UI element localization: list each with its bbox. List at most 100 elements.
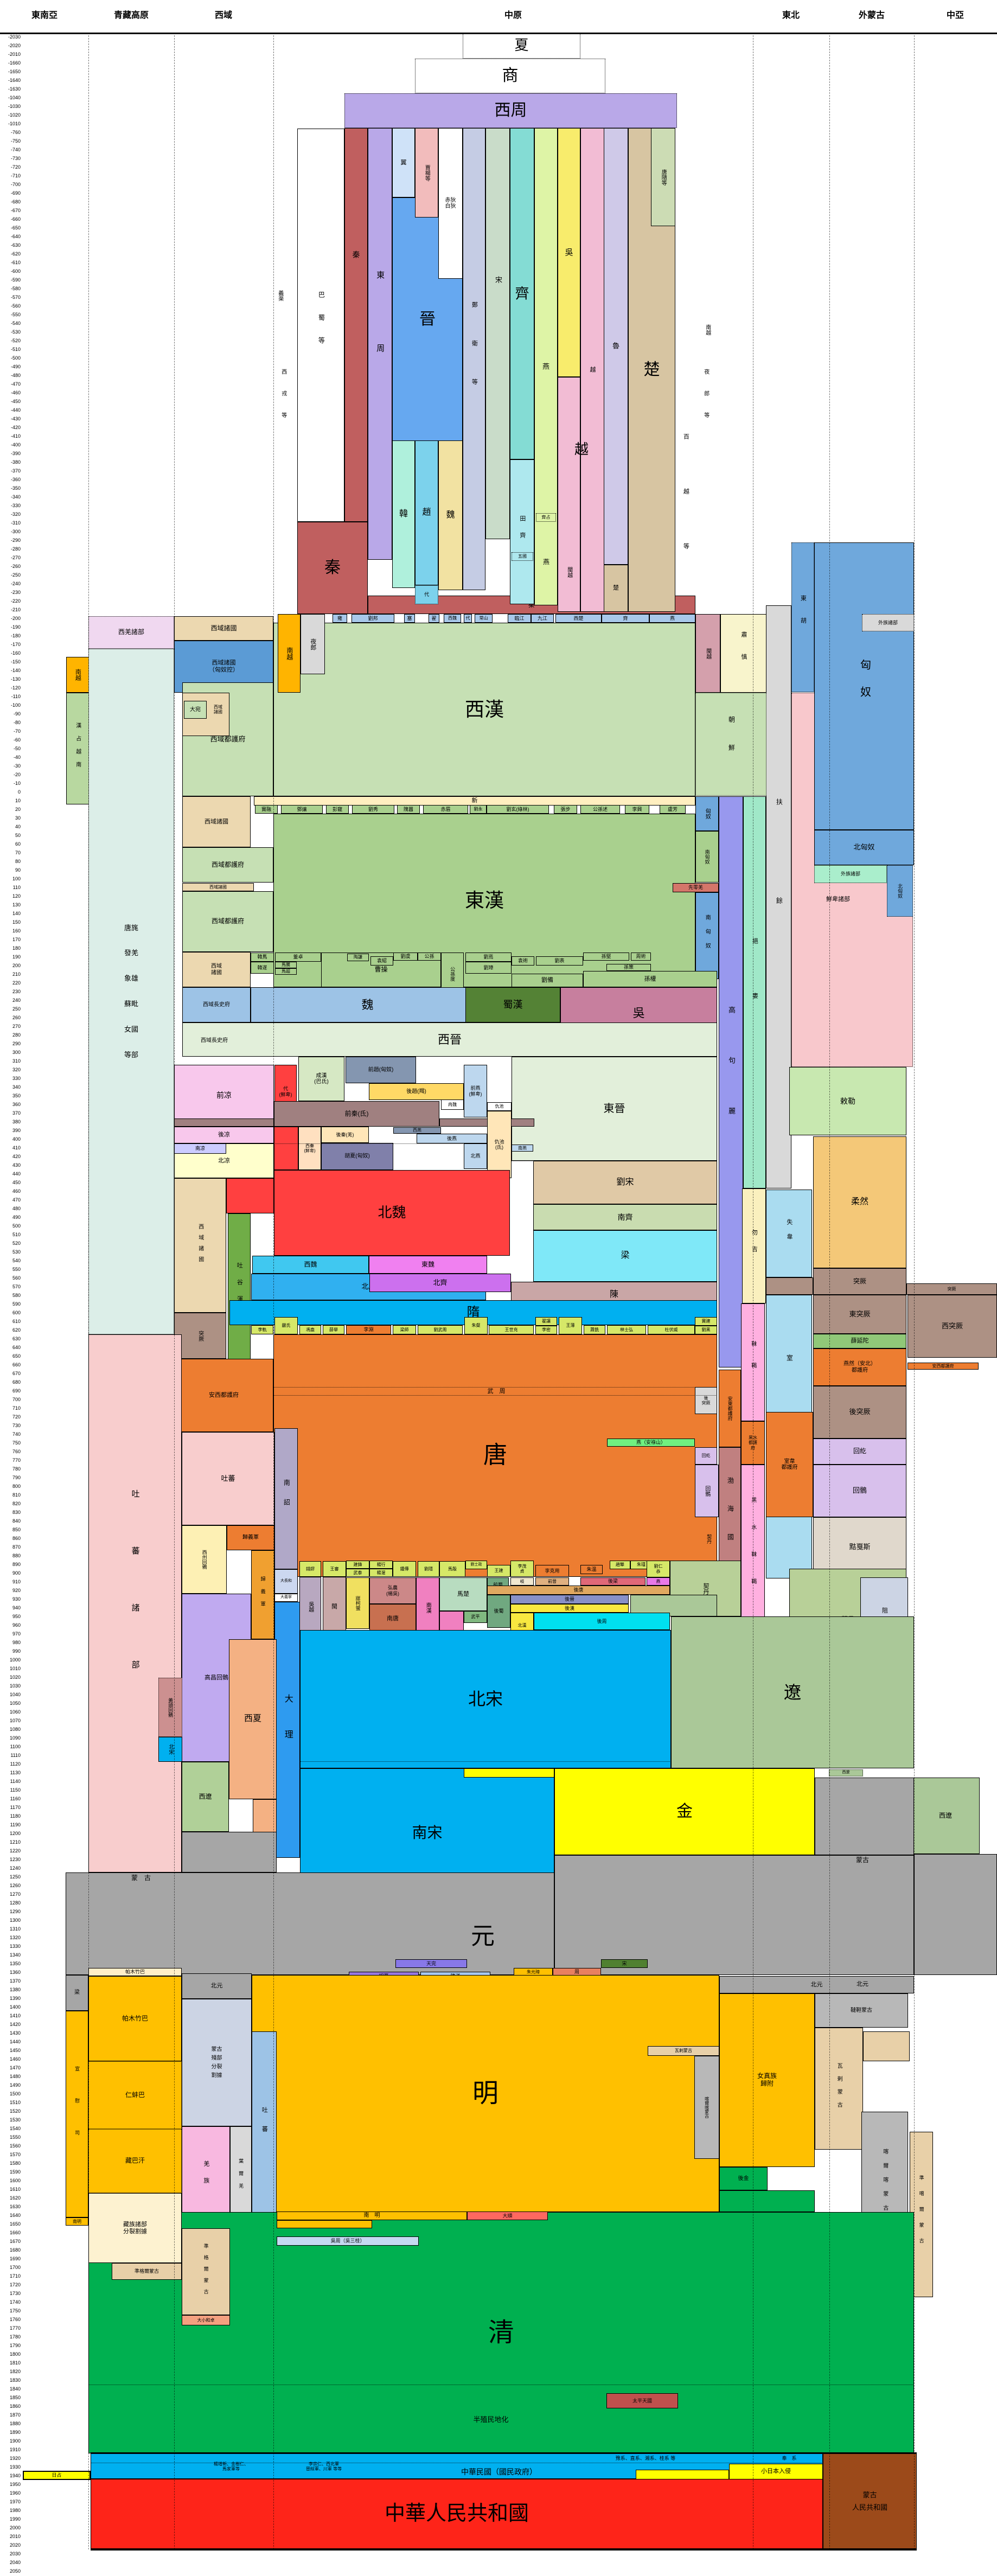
- timeline-block: 翟讓: [535, 1317, 557, 1326]
- timeline-block: 燕: [649, 614, 695, 623]
- axis-tick: 1370: [9, 1978, 21, 1984]
- timeline-block: 王建: [487, 1565, 510, 1577]
- timeline-block: 西周: [344, 93, 677, 128]
- axis-tick: 950: [12, 1614, 21, 1619]
- timeline-block: 吐蕃諸部: [88, 1334, 182, 1872]
- axis-tick: 300: [12, 1050, 21, 1055]
- timeline-block: 朱粲: [464, 1317, 488, 1334]
- timeline-block: 肅慎: [720, 614, 766, 693]
- timeline-block: 臨江: [508, 614, 531, 623]
- timeline-block: 晉: [392, 197, 463, 442]
- axis-tick: 1560: [9, 2143, 21, 2149]
- timeline-block: 後晉: [510, 1595, 629, 1604]
- timeline-block: 前秦(氐): [274, 1101, 439, 1127]
- axis-tick: 560: [12, 1275, 21, 1281]
- timeline-block: 外族諸部: [814, 865, 887, 883]
- timeline-block: 牂柯蠻: [346, 1577, 369, 1629]
- timeline-block: 小日本入侵: [729, 2464, 823, 2479]
- timeline-block: 瓦剌蒙古: [815, 2028, 863, 2150]
- timeline-block: 韓馬: [251, 953, 274, 962]
- timeline-block: 林士弘: [607, 1325, 646, 1334]
- timeline-block: 劉焉: [465, 953, 512, 962]
- axis-tick: 1150: [10, 1787, 21, 1793]
- axis-tick: 200: [12, 963, 21, 968]
- timeline-block: 蒙古 殘部 分裂 割據: [182, 1999, 252, 2126]
- timeline-block: 安東都護府: [719, 1370, 741, 1447]
- timeline-block: 前趙(匈奴): [346, 1057, 416, 1083]
- timeline-block: 太平天國: [606, 2393, 678, 2408]
- timeline-block: 東突厥: [813, 1295, 906, 1334]
- timeline-block: 西域都護府: [182, 847, 273, 883]
- axis-tick: 1890: [9, 2430, 21, 2435]
- axis-tick: 450: [12, 1180, 21, 1185]
- timeline-block: 劉隱: [418, 1561, 439, 1577]
- timeline-block: 燕（安祿山）: [607, 1439, 695, 1447]
- axis-tick: -80: [13, 720, 21, 725]
- axis-tick: 320: [12, 1067, 21, 1072]
- timeline-block: 西魏: [252, 1256, 369, 1274]
- axis-tick: -210: [10, 607, 21, 612]
- axis-tick: -400: [10, 442, 21, 448]
- axis-tick: 800: [12, 1484, 21, 1489]
- axis-tick: -470: [10, 381, 21, 387]
- axis-tick: 920: [12, 1588, 21, 1593]
- timeline-block: 夏: [463, 33, 580, 59]
- timeline-block: 後 突厥: [695, 1387, 717, 1414]
- timeline-block: 李克用: [535, 1565, 569, 1577]
- timeline-block: 半殖民地化: [473, 2415, 509, 2424]
- axis-tick: 770: [12, 1458, 21, 1463]
- axis-tick: 590: [12, 1301, 21, 1307]
- axis-tick: 2040: [9, 2560, 21, 2565]
- axis-tick: -340: [10, 494, 21, 500]
- event-guide-line: [300, 1761, 671, 1762]
- timeline-block: 劉秀: [352, 805, 394, 814]
- axis-tick: 1060: [9, 1709, 21, 1715]
- timeline-block: 遼: [671, 1616, 914, 1768]
- timeline-block: 西域長史府: [201, 1038, 228, 1044]
- axis-tick: 580: [12, 1293, 21, 1298]
- axis-tick: -1020: [8, 112, 21, 118]
- axis-tick: 1260: [9, 1883, 21, 1888]
- timeline-block: 回紇: [813, 1439, 906, 1465]
- axis-tick: -230: [10, 590, 21, 595]
- axis-tick: 2030: [9, 2551, 21, 2556]
- timeline-block: 燕: [542, 558, 549, 566]
- column-header: 中原: [504, 11, 522, 20]
- axis-tick: 1530: [9, 2117, 21, 2123]
- axis-tick: 900: [12, 1570, 21, 1576]
- axis-tick: 480: [12, 1206, 21, 1211]
- axis-tick: 1520: [9, 2108, 21, 2114]
- timeline-block: 回紇: [695, 1447, 717, 1465]
- timeline-block: 吳: [558, 128, 580, 377]
- axis-tick: -270: [10, 555, 21, 560]
- axis-tick: 310: [12, 1058, 21, 1064]
- axis-tick: 1290: [9, 1909, 21, 1914]
- timeline-block: 帕木竹巴: [88, 1968, 182, 1976]
- timeline-block: 薛延陀: [813, 1334, 906, 1348]
- timeline-block: 突厥: [906, 1283, 997, 1295]
- timeline-block: 劉璋: [465, 962, 512, 974]
- timeline-block: 後金: [719, 2167, 768, 2190]
- timeline-block: 後突厥: [813, 1386, 906, 1439]
- timeline-block: 李軌: [251, 1325, 273, 1334]
- axis-tick: 1910: [9, 2447, 21, 2452]
- axis-tick: 2050: [9, 2568, 21, 2574]
- timeline-block: 南唐: [369, 1604, 416, 1634]
- axis-tick: 1450: [9, 2048, 21, 2053]
- axis-tick: 1200: [9, 1831, 21, 1836]
- axis-tick: 100: [12, 876, 21, 881]
- axis-tick: -1640: [8, 78, 21, 83]
- timeline-block: 西魏: [444, 614, 461, 623]
- timeline-block: 代: [464, 614, 472, 623]
- timeline-block: 西遼: [182, 1762, 229, 1832]
- timeline-block: 李淵: [346, 1325, 391, 1334]
- axis-tick: 1500: [9, 2091, 21, 2096]
- axis-tick: 190: [12, 954, 21, 960]
- timeline-block: 劉仁 恭: [647, 1561, 670, 1577]
- axis-tick: 270: [12, 1024, 21, 1029]
- timeline-block: 楚: [604, 565, 628, 612]
- timeline-block: 帕木竹巴: [88, 1976, 182, 2061]
- timeline-block: 西秦 (鮮卑): [298, 1127, 321, 1170]
- timeline-block: 漢占越南: [66, 693, 89, 804]
- timeline-block: 李密: [535, 1326, 557, 1334]
